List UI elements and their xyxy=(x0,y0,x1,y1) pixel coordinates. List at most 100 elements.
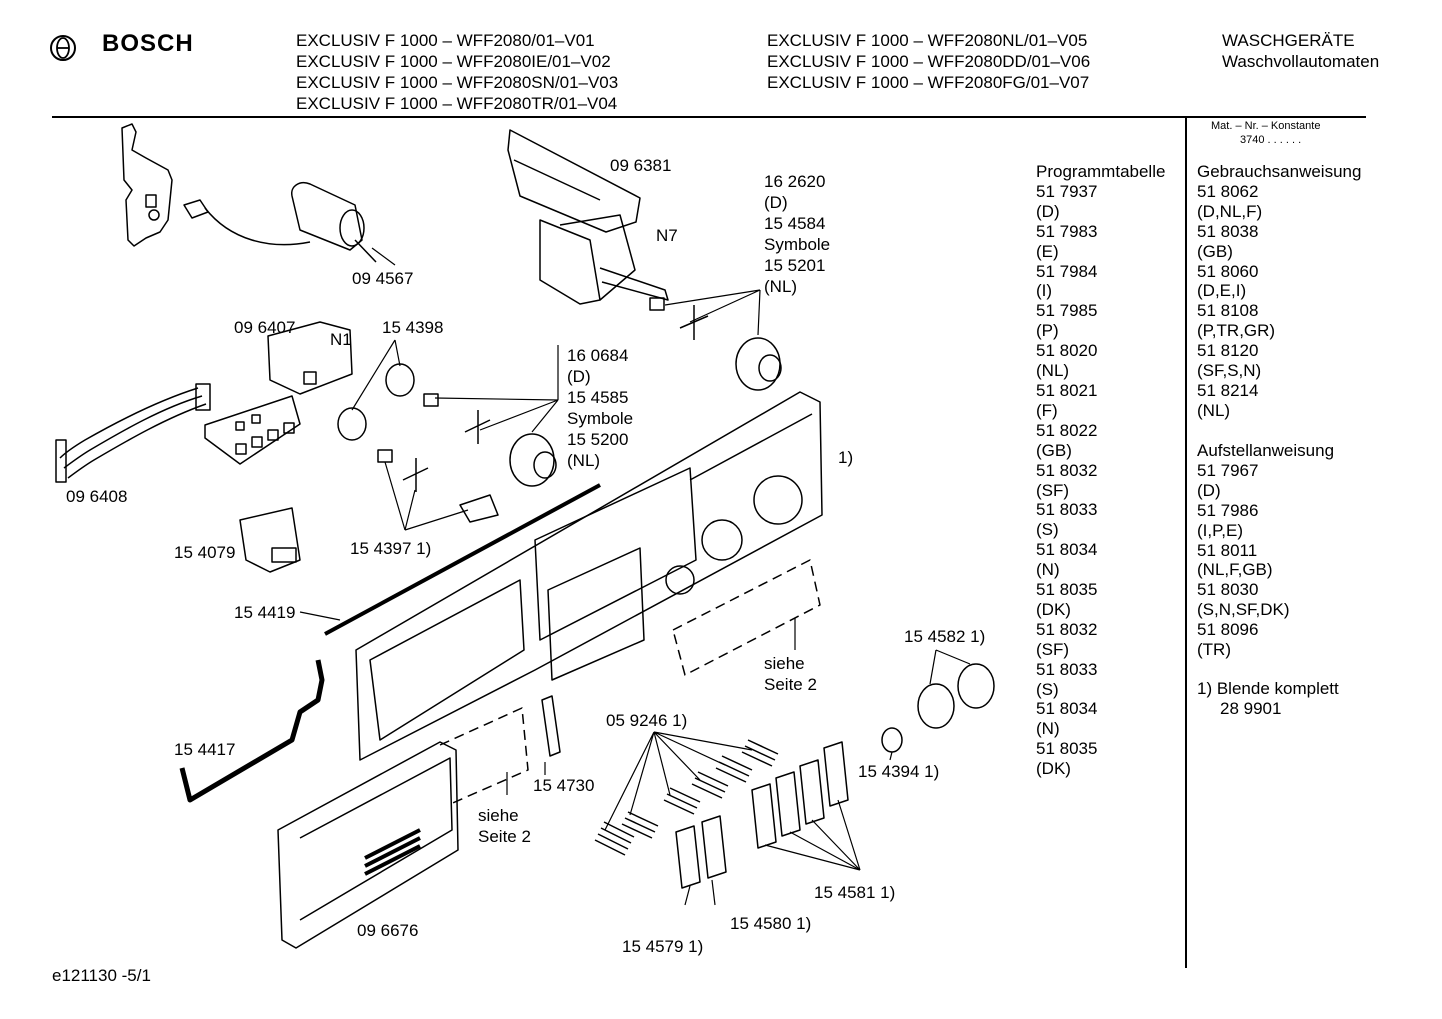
front-cover xyxy=(277,741,459,949)
model-line-v04: EXCLUSIV F 1000 – WFF2080TR/01–V04 xyxy=(296,94,618,113)
part-label-154079: 15 4079 xyxy=(174,543,236,562)
part-label-n7: N7 xyxy=(656,226,678,245)
brand-name: BOSCH xyxy=(102,30,194,57)
list-item: (E) xyxy=(1036,241,1059,261)
part-label-094567: 09 4567 xyxy=(352,269,414,288)
part-label-162620: 16 2620 xyxy=(764,172,826,191)
list-item: (GB) xyxy=(1036,440,1072,460)
leader-lines xyxy=(299,247,971,906)
list-item: (D,NL,F) xyxy=(1197,201,1263,221)
list-item: 51 8032 xyxy=(1036,460,1098,480)
bosch-logo-icon xyxy=(50,35,76,61)
list-item: (NL) xyxy=(1197,400,1231,420)
footnote-line: 1) Blende komplett xyxy=(1197,679,1339,698)
list-item: (NL) xyxy=(1036,361,1070,381)
part-label-154397: 15 4397 1) xyxy=(350,539,432,558)
list-item: 51 7937 xyxy=(1036,181,1098,201)
dashed-outline-b xyxy=(439,707,529,806)
part-label-162620-d: (D) xyxy=(764,193,788,212)
list-item: (P,TR,GR) xyxy=(1197,321,1276,341)
list-item: 51 7985 xyxy=(1036,301,1098,321)
part-label-096407: 09 6407 xyxy=(234,318,296,337)
clips xyxy=(675,741,849,889)
model-line-v06: EXCLUSIV F 1000 – WFF2080DD/01–V06 xyxy=(767,52,1091,71)
list-item: 51 8011 xyxy=(1197,540,1258,560)
material-number-label: Mat. – Nr. – Konstante xyxy=(1211,120,1321,132)
list-item: 51 8032 xyxy=(1036,619,1098,639)
list-item: 51 8038 xyxy=(1197,221,1259,241)
list-item: 51 7967 xyxy=(1197,460,1259,480)
switch-block xyxy=(239,507,301,573)
list-item: 51 7986 xyxy=(1197,500,1259,520)
list-item: (N) xyxy=(1036,719,1060,739)
part-label-footnote-1: 1) xyxy=(838,448,854,467)
list-item: (I) xyxy=(1036,281,1053,301)
list-item: (NL,F,GB) xyxy=(1197,560,1273,580)
list-item: (SF,S,N) xyxy=(1197,361,1262,381)
circuit-board-n1 xyxy=(204,321,353,465)
list-item: (DK) xyxy=(1036,599,1071,619)
part-label-160684-d: (D) xyxy=(567,367,591,386)
seal-strip xyxy=(324,483,601,636)
part-label-096408: 09 6408 xyxy=(66,487,128,506)
part-label-symbole-2: Symbole xyxy=(567,409,634,428)
list-item: (GB) xyxy=(1197,241,1233,261)
list-item: (D,E,I) xyxy=(1197,281,1247,301)
footnote-part-number: 28 9901 xyxy=(1220,699,1282,718)
part-label-160684: 16 0684 xyxy=(567,346,629,365)
list-item: (TR) xyxy=(1197,640,1231,660)
list-item: (DK) xyxy=(1036,759,1071,779)
list-item: 51 8034 xyxy=(1036,699,1098,719)
part-label-154582: 15 4582 1) xyxy=(904,627,986,646)
list-item: (SF) xyxy=(1036,639,1070,659)
model-line-v03: EXCLUSIV F 1000 – WFF2080SN/01–V03 xyxy=(296,73,619,92)
control-panel xyxy=(355,391,823,761)
list-item: 51 8062 xyxy=(1197,181,1259,201)
list-item: 51 8096 xyxy=(1197,620,1259,640)
part-label-155201: 15 5201 xyxy=(764,256,826,275)
part-label-096381: 09 6381 xyxy=(610,156,672,175)
programmtabelle-list: Programmtabelle 51 7937 (D) 51 7983 (E) … xyxy=(1036,162,1165,779)
drawing-code: e121130 -5/1 xyxy=(52,966,151,985)
dashed-outline-a xyxy=(672,559,821,676)
part-label-155200-nl: (NL) xyxy=(567,451,601,470)
material-number-value: 3740 . . . . . . xyxy=(1240,134,1302,146)
list-item: 51 8120 xyxy=(1197,341,1259,361)
list-item: 51 8021 xyxy=(1036,380,1098,400)
part-label-059246: 05 9246 1) xyxy=(606,711,688,730)
part-label-symbole-1: Symbole xyxy=(764,235,831,254)
list-item: 51 8034 xyxy=(1036,540,1098,560)
list-item: (S) xyxy=(1036,679,1059,699)
list-item: (SF) xyxy=(1036,480,1070,500)
list-item: (D) xyxy=(1036,201,1060,221)
list-item: 51 8033 xyxy=(1036,659,1098,679)
material-number-block: Mat. – Nr. – Konstante 3740 . . . . . . xyxy=(1211,119,1320,147)
list-item: (P) xyxy=(1036,321,1059,341)
aufstellanweisung-list: Aufstellanweisung 51 7967 (D) 51 7986 (I… xyxy=(1197,441,1334,660)
column-divider xyxy=(1185,118,1187,968)
part-label-siehe-b: siehe xyxy=(478,806,519,825)
list-item: 51 8022 xyxy=(1036,420,1098,440)
programmtabelle-title: Programmtabelle xyxy=(1036,162,1166,181)
ribbon-cable xyxy=(55,383,211,483)
part-label-seite-a: Seite 2 xyxy=(764,675,817,694)
list-item: (I,P,E) xyxy=(1197,520,1243,540)
list-item: (N) xyxy=(1036,560,1060,580)
list-item: 51 7984 xyxy=(1036,261,1098,281)
actuator-bar xyxy=(179,659,325,803)
part-label-154579: 15 4579 1) xyxy=(622,937,704,956)
part-label-seite-b: Seite 2 xyxy=(478,827,531,846)
list-item: (F) xyxy=(1036,400,1058,420)
list-item: 51 8020 xyxy=(1036,341,1098,361)
knob-set-right xyxy=(649,297,782,391)
model-line-v02: EXCLUSIV F 1000 – WFF2080IE/01–V02 xyxy=(296,52,611,71)
part-label-n1: N1 xyxy=(330,330,352,349)
part-label-siehe-a: siehe xyxy=(764,654,805,673)
model-line-v07: EXCLUSIV F 1000 – WFF2080FG/01–V07 xyxy=(767,73,1090,92)
capacitor xyxy=(183,182,377,263)
category-title: WASCHGERÄTE xyxy=(1222,31,1355,50)
list-item: 51 8108 xyxy=(1197,301,1259,321)
list-item: 51 8035 xyxy=(1036,739,1098,759)
electronic-module xyxy=(507,129,669,305)
